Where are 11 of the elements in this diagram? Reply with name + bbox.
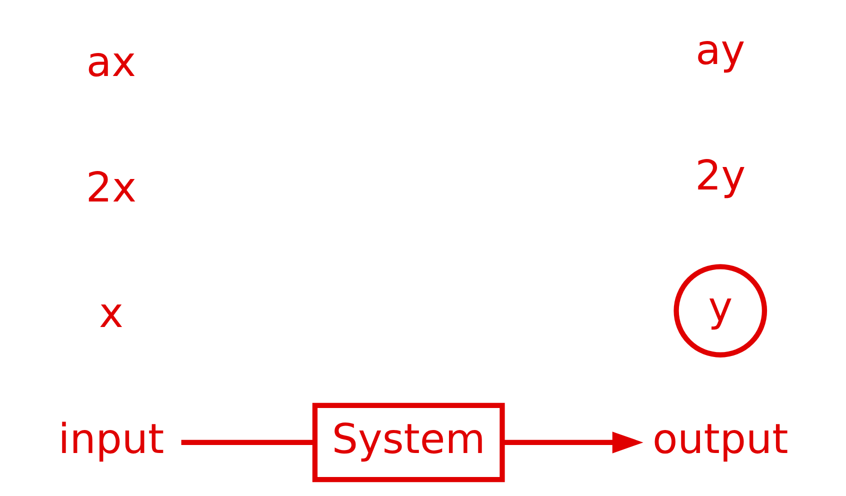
node-text: input: [58, 414, 164, 463]
node-circle: y: [674, 264, 768, 358]
label: ax: [86, 38, 136, 86]
arrow: [502, 432, 644, 454]
node-box: System: [312, 402, 505, 482]
connector: [181, 440, 314, 446]
label: 2y: [695, 151, 746, 200]
node-text: output: [652, 414, 788, 463]
label: x: [99, 289, 124, 338]
label: 2x: [86, 164, 136, 212]
label: ay: [696, 26, 746, 74]
